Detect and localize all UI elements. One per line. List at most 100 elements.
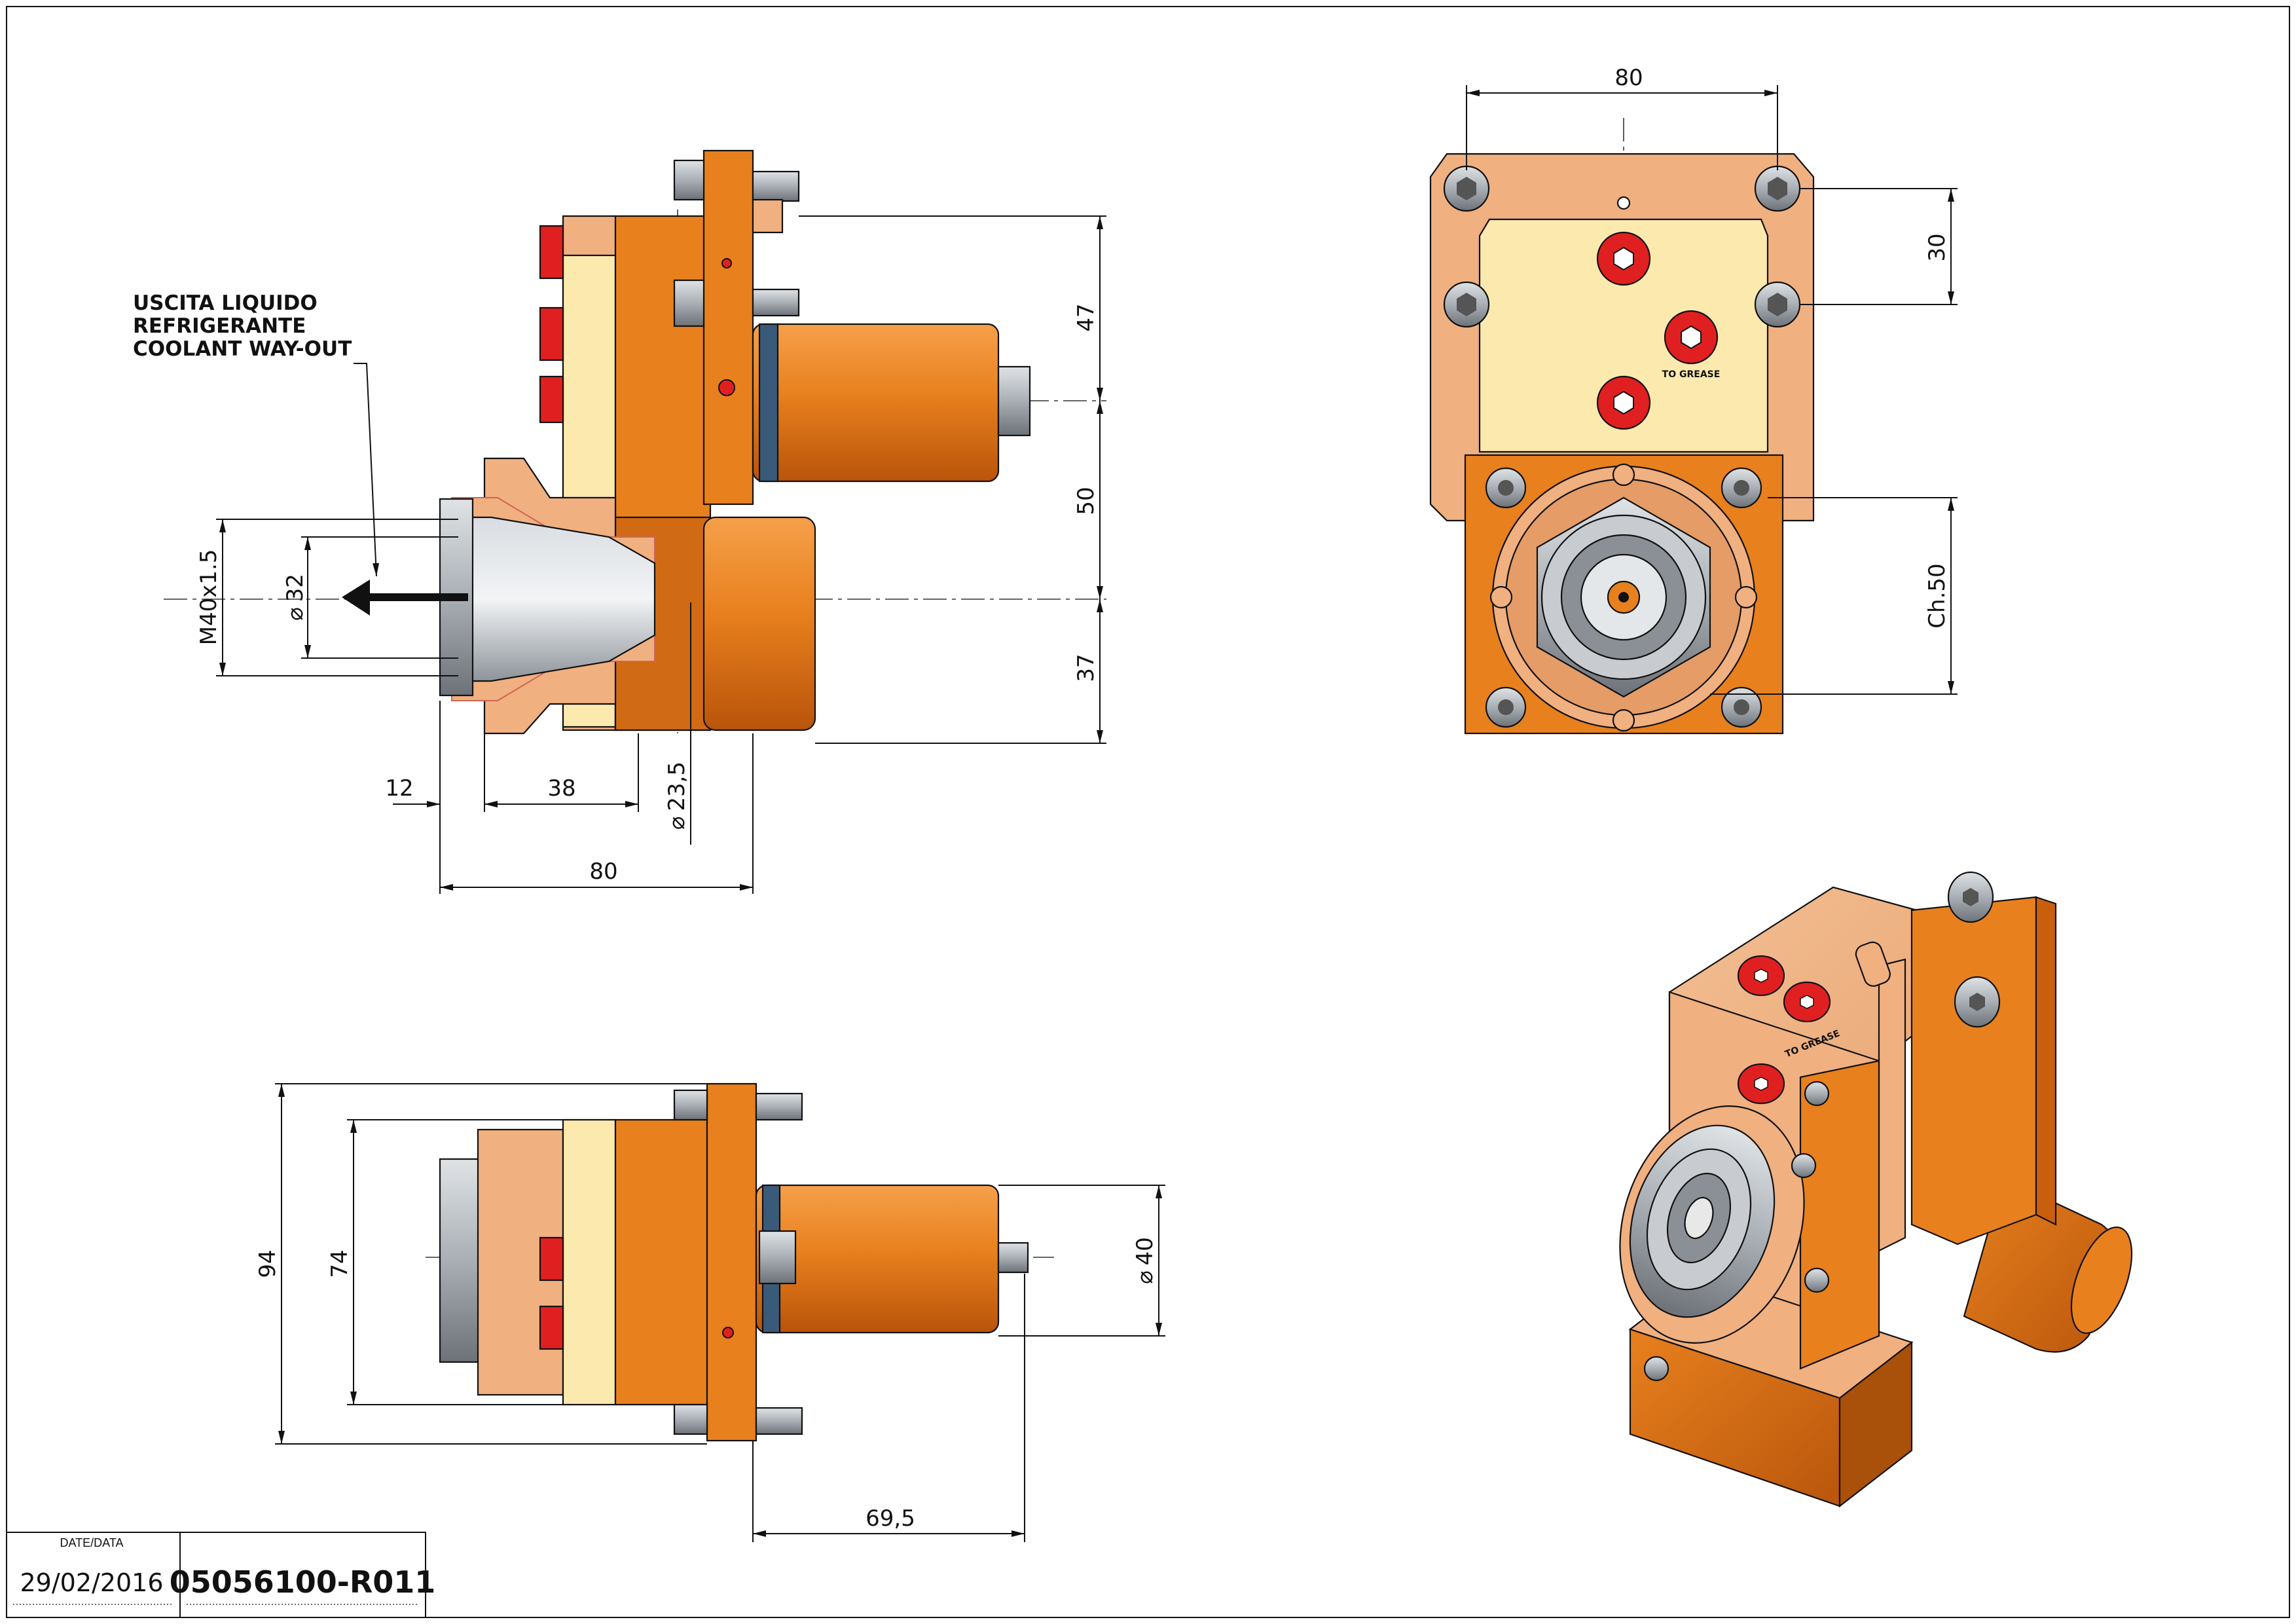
- side-red-dot-2: [718, 379, 735, 396]
- sheet-border: [6, 6, 2290, 1618]
- top-red-1: [539, 1236, 564, 1282]
- top-dim-74: 74: [327, 1249, 353, 1278]
- front-nut-notch-right: [1734, 585, 1758, 609]
- side-grease-nipple-3: [539, 375, 564, 424]
- front-small-hole: [1616, 196, 1631, 210]
- note-leader: [354, 363, 380, 577]
- top-dim-69-5: 69,5: [866, 1505, 915, 1532]
- front-dim-30: 30: [1924, 233, 1950, 261]
- front-nut-notch-bottom: [1612, 709, 1635, 732]
- side-drive-ring: [758, 323, 779, 483]
- iso-rear-cylinder-end: [2070, 1226, 2133, 1335]
- front-nut-notch-left: [1489, 585, 1513, 609]
- top-screw-1: [673, 1089, 708, 1121]
- iso-flange-front: [1910, 896, 2037, 1246]
- dim-47: 47: [1073, 303, 1099, 331]
- note-line-2: REFRIGERANTE: [133, 314, 306, 338]
- top-dim-dia40: ⌀ 40: [1132, 1237, 1158, 1284]
- note-line-1: USCITA LIQUIDO: [133, 291, 318, 315]
- top-main-body: [614, 1118, 708, 1406]
- iso-body-bolt-1: [1804, 1080, 1830, 1107]
- dim-50: 50: [1073, 487, 1099, 515]
- coolant-arrow-head: [342, 580, 370, 616]
- front-collet-center: [1618, 592, 1629, 602]
- drawing-code: 05056100-R011: [170, 1564, 436, 1600]
- top-screw-2: [755, 1092, 803, 1121]
- dim-80-side: 80: [589, 858, 617, 885]
- top-drive-tang: [997, 1242, 1029, 1274]
- iso-grease-1: [1737, 955, 1785, 997]
- front-dim-ch50: Ch.50: [1924, 563, 1950, 628]
- iso-grease-2: [1783, 981, 1831, 1023]
- front-body-bolt-tl: [1485, 467, 1527, 509]
- top-screw-3: [673, 1403, 708, 1435]
- front-body-bolt-br: [1721, 686, 1762, 728]
- dim-37: 37: [1073, 654, 1099, 682]
- side-screw-mid-right: [752, 288, 800, 317]
- dia40-symbol: ⌀: [1132, 1270, 1158, 1283]
- top-drive-key: [758, 1230, 797, 1285]
- iso-grease-3: [1737, 1063, 1785, 1105]
- dim-dia23-5: ⌀ 23,5: [664, 762, 690, 830]
- front-bolt-mid-left: [1443, 281, 1490, 328]
- front-bolt-mid-right: [1754, 281, 1801, 328]
- top-dim-94: 94: [255, 1249, 281, 1278]
- top-cream-plate: [562, 1118, 617, 1406]
- dim-thread: M40x1.5: [196, 549, 222, 646]
- top-flange-plate: [706, 1082, 757, 1442]
- front-nut-notch-top: [1612, 463, 1635, 487]
- iso-body-bolt-3: [1643, 1356, 1669, 1382]
- front-bolt-top-left: [1443, 165, 1490, 212]
- front-body-bolt-bl: [1485, 686, 1527, 728]
- dia23-value: 23,5: [664, 762, 690, 811]
- iso-view: TO GREASE: [1619, 871, 2133, 1508]
- front-body-bolt-tr: [1721, 467, 1762, 509]
- front-grease-point-1: [1596, 231, 1651, 286]
- top-red-dot: [722, 1327, 734, 1338]
- iso-cream-strip: [1878, 958, 1906, 1252]
- top-red-2: [539, 1305, 564, 1350]
- iso-body-bolt-4: [1791, 1153, 1817, 1179]
- dia32-value: 32: [282, 574, 308, 602]
- front-cream-plate: [1478, 218, 1769, 453]
- side-collet-cone: [465, 516, 656, 682]
- side-view: USCITA LIQUIDO REFRIGERANTE COOLANT WAY-…: [133, 149, 1106, 894]
- side-screw-top-right: [752, 170, 800, 202]
- side-screw-head: [752, 198, 784, 234]
- side-drive-cylinder: [752, 323, 1000, 483]
- iso-pin: [1855, 941, 1891, 987]
- front-grease-point-2: [1664, 310, 1719, 365]
- top-screw-4: [755, 1407, 803, 1435]
- note-line-3: COOLANT WAY-OUT: [133, 337, 352, 361]
- side-lower-hub: [702, 516, 816, 731]
- dia40-value: 40: [1132, 1237, 1158, 1265]
- iso-box-side: [1838, 1340, 1913, 1508]
- front-dim-80: 80: [1614, 65, 1643, 91]
- drawing-date: 29/02/2016: [20, 1568, 163, 1597]
- date-label: DATE/DATA: [60, 1536, 123, 1549]
- dim-12: 12: [385, 775, 413, 802]
- side-red-dot-1: [721, 258, 732, 268]
- side-screw-top-left: [673, 159, 705, 201]
- dia32-symbol: ⌀: [282, 607, 308, 620]
- dia23-symbol: ⌀: [664, 817, 690, 830]
- side-screw-mid-left: [673, 279, 705, 327]
- dim-38: 38: [547, 775, 575, 802]
- iso-flange-side: [2035, 896, 2057, 1226]
- title-block: DATE/DATA 29/02/2016 05056100-R011: [6, 1532, 436, 1618]
- front-bolt-top-right: [1754, 165, 1801, 212]
- front-grease-label: TO GREASE: [1662, 369, 1721, 380]
- front-grease-point-3: [1596, 375, 1651, 430]
- title-block-frame: [6, 1532, 426, 1618]
- iso-bolt-2: [1954, 976, 2001, 1028]
- front-view: TO GREASE 80 30 Ch.50: [1429, 65, 1958, 735]
- iso-bolt-1: [1947, 871, 1994, 923]
- dim-dia32: ⌀ 32: [282, 574, 308, 621]
- top-view: 94 74 ⌀ 40 69,5: [255, 1082, 1165, 1542]
- side-grease-nipple-2: [539, 306, 564, 361]
- side-grease-nipple-1: [539, 225, 564, 280]
- side-drive-tang: [997, 365, 1031, 437]
- side-flange-plate: [702, 149, 754, 506]
- iso-collet-bore: [1684, 1196, 1714, 1240]
